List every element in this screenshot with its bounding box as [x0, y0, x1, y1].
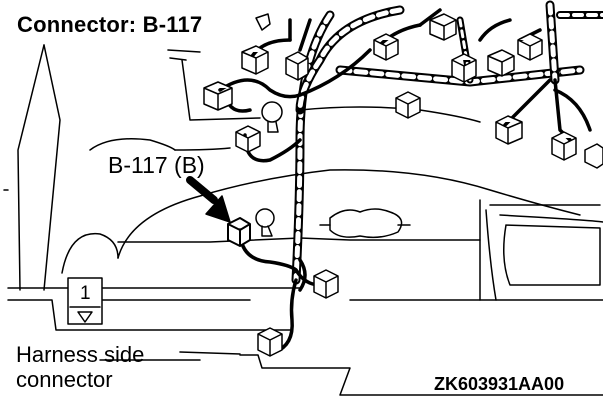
connectors — [203, 13, 603, 357]
pin-number: 1 — [80, 283, 91, 304]
bracket — [319, 208, 411, 239]
callout-label: B-117 (B) — [108, 152, 205, 178]
harness-label-line1: Harness side — [16, 342, 145, 367]
arrow-icon — [186, 176, 231, 223]
pin-box — [67, 277, 103, 325]
harness-leader — [179, 351, 241, 355]
diagram-title: Connector: B-117 — [17, 12, 203, 37]
grommets — [255, 101, 283, 237]
figure-code: ZK603931AA00 — [434, 374, 565, 394]
harness-label-line2: connector — [16, 367, 113, 392]
left-panel-outline — [3, 44, 61, 291]
connector-icon — [227, 217, 251, 247]
pin-triangle-icon — [77, 311, 93, 323]
